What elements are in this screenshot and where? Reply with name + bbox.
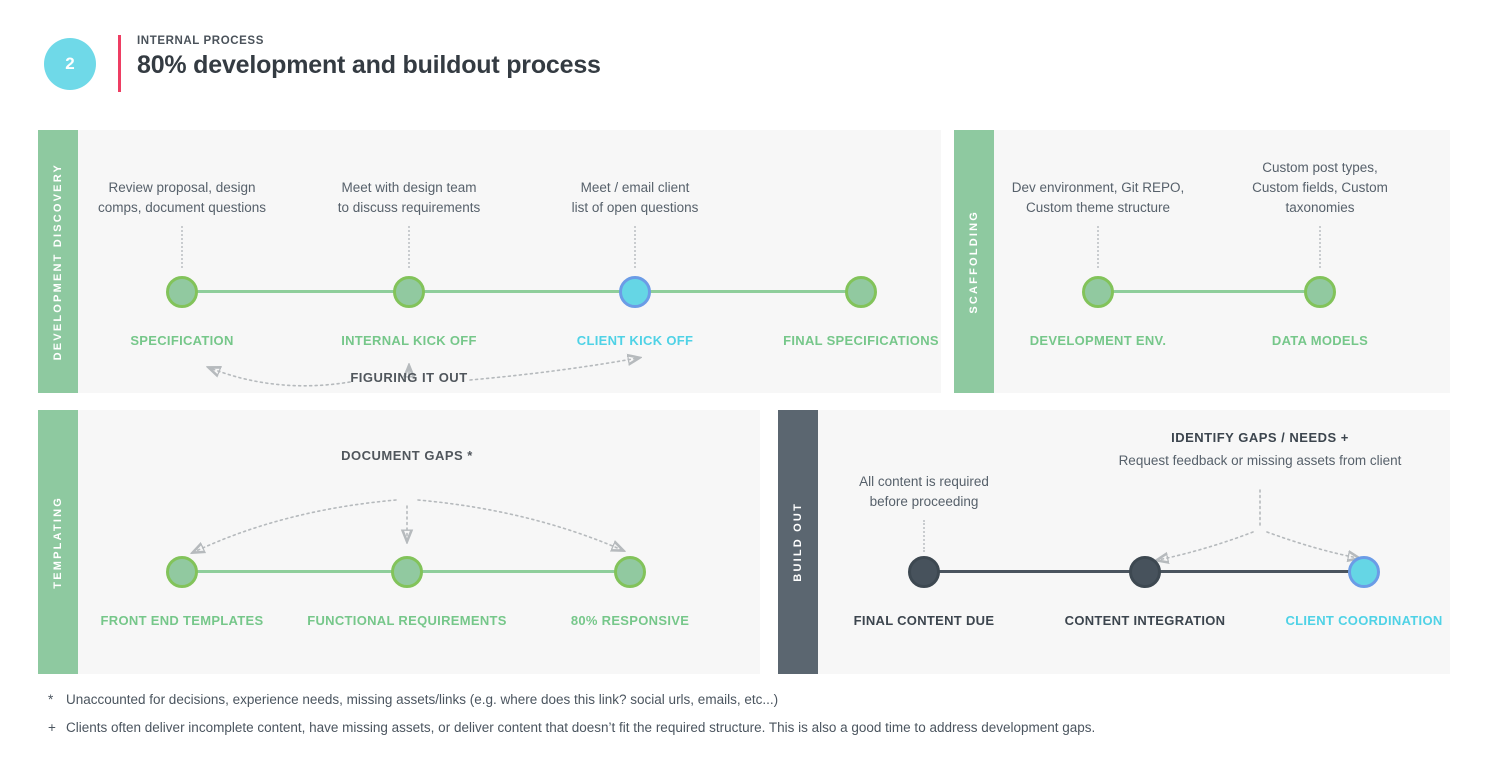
dotted-connector [923, 520, 925, 552]
page-title: 80% development and buildout process [137, 51, 601, 79]
node-circle [908, 556, 940, 588]
node-label: FINAL SPECIFICATIONS [783, 333, 939, 348]
panel-sidebar: BUILD OUT [778, 410, 818, 674]
node-label: 80% RESPONSIVE [570, 613, 690, 628]
node-label: CLIENT KICK OFF [576, 333, 694, 348]
node-label: DATA MODELS [1271, 333, 1369, 348]
node-label: INTERNAL KICK OFF [341, 333, 477, 348]
node-label: FINAL CONTENT DUE [853, 613, 995, 628]
node-circle [1082, 276, 1114, 308]
dotted-connector [181, 226, 183, 268]
timeline-line [1098, 290, 1320, 293]
node-note: Dev environment, Git REPO, Custom theme … [1011, 180, 1185, 215]
node-note: Review proposal, design comps, document … [97, 180, 267, 215]
page-header: 2 INTERNAL PROCESS 80% development and b… [44, 32, 601, 92]
panel-sidebar: DEVELOPMENT DISCOVERY [38, 130, 78, 393]
node-circle [845, 276, 877, 308]
dotted-connector [1097, 226, 1099, 268]
arrow-to-front-end-templates [194, 499, 397, 552]
sidebar-label: BUILD OUT [792, 502, 804, 582]
footnote-marker: * [48, 692, 54, 707]
node-circle [1129, 556, 1161, 588]
arrow-to-content-integration [1158, 531, 1254, 560]
sidebar-label: SCAFFOLDING [968, 209, 980, 314]
footnote-plus: + Clients often deliver incomplete conte… [48, 720, 1095, 735]
sidebar-label: TEMPLATING [52, 495, 64, 589]
node-circle [619, 276, 651, 308]
node-circle [1304, 276, 1336, 308]
panel-content: FRONT END TEMPLATES FUNCTIONAL REQUIREME… [78, 410, 760, 674]
header-divider [118, 35, 121, 92]
node-label: FRONT END TEMPLATES [100, 613, 264, 628]
footnote-text: Unaccounted for decisions, experience ne… [66, 692, 779, 707]
callout-document-gaps: DOCUMENT GAPS * [341, 448, 473, 463]
footnotes: * Unaccounted for decisions, experience … [48, 692, 1095, 748]
panel-content: Dev environment, Git REPO, Custom theme … [994, 130, 1450, 393]
arrow-to-client-coordination [1266, 531, 1358, 558]
node-label: CLIENT COORDINATION [1285, 613, 1443, 628]
header-eyebrow: INTERNAL PROCESS [137, 35, 264, 47]
node-note: Meet / email client list of open questio… [571, 180, 699, 215]
node-label: FUNCTIONAL REQUIREMENTS [307, 613, 507, 628]
node-circle [1348, 556, 1380, 588]
node-note: All content is required before proceedin… [859, 474, 989, 509]
header-text: INTERNAL PROCESS 80% development and bui… [137, 32, 601, 92]
arrow-to-client-kickoff [469, 358, 638, 381]
node-circle [166, 276, 198, 308]
step-number-badge: 2 [44, 38, 96, 90]
panel-development-discovery: DEVELOPMENT DISCOVERY Review proposal, d… [38, 130, 941, 393]
timeline-line [182, 290, 861, 293]
panel-sidebar: TEMPLATING [38, 410, 78, 674]
dotted-connector [1319, 226, 1321, 268]
node-circle [614, 556, 646, 588]
dotted-connector [634, 226, 636, 268]
node-circle [391, 556, 423, 588]
panel-content: All content is required before proceedin… [818, 410, 1450, 674]
node-label: SPECIFICATION [130, 333, 234, 348]
step-number: 2 [65, 54, 75, 73]
node-label: CONTENT INTEGRATION [1064, 613, 1226, 628]
panel-templating: TEMPLATING FRONT END TEMPLATES FUNCTIONA… [38, 410, 760, 674]
node-circle [166, 556, 198, 588]
node-note: Meet with design team to discuss require… [337, 180, 481, 215]
dotted-connector [408, 226, 410, 268]
arrow-to-80-responsive [417, 499, 622, 550]
node-circle [393, 276, 425, 308]
node-note: Custom post types, Custom fields, Custom… [1252, 160, 1388, 215]
node-label: DEVELOPMENT ENV. [1029, 333, 1167, 348]
panel-sidebar: SCAFFOLDING [954, 130, 994, 393]
footnote-marker: + [48, 720, 56, 735]
panel-scaffolding: SCAFFOLDING Dev environment, Git REPO, C… [954, 130, 1450, 393]
panel-content: Review proposal, design comps, document … [78, 130, 941, 393]
footnote-text: Clients often deliver incomplete content… [66, 720, 1096, 735]
callout-figuring-it-out: FIGURING IT OUT [350, 370, 468, 385]
footnote-asterisk: * Unaccounted for decisions, experience … [48, 692, 1095, 707]
arrow-to-specification [210, 368, 351, 387]
panel-build-out: BUILD OUT All content is required before… [778, 410, 1450, 674]
callout-identify-gaps-subtitle: Request feedback or missing assets from … [1118, 453, 1402, 468]
callout-identify-gaps-title: IDENTIFY GAPS / NEEDS + [1171, 430, 1349, 445]
